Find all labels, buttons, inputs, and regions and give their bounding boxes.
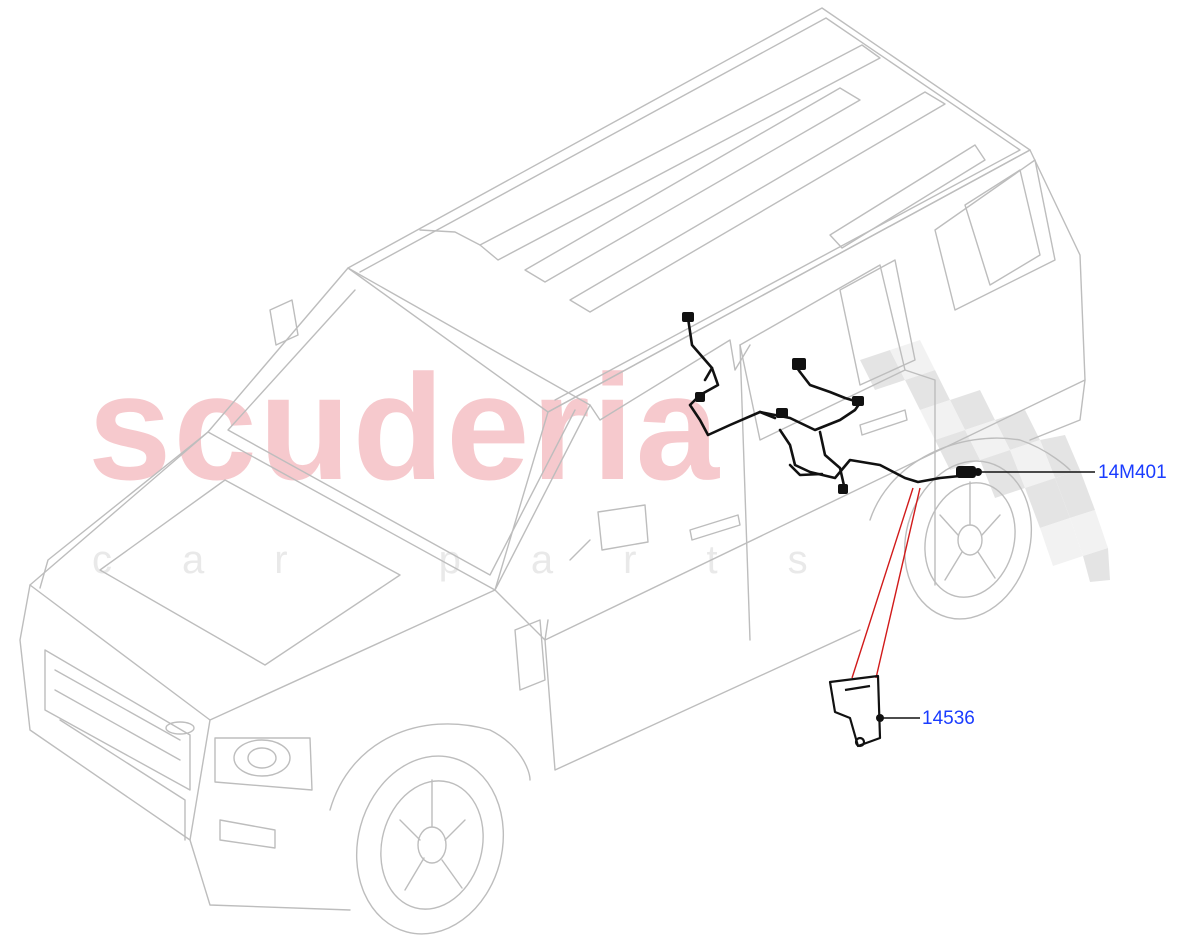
vehicle-outline: [19, 7, 1086, 935]
checkered-flag-watermark: [860, 340, 1110, 582]
leader-lines: [880, 471, 1095, 719]
callout-14536[interactable]: 14536: [922, 708, 975, 729]
watermark-tagline: car parts: [92, 538, 878, 582]
callout-14m401[interactable]: 14M401: [1098, 462, 1167, 483]
leader-dots: [876, 468, 982, 722]
bracket-part: [828, 674, 882, 748]
red-guide-lines: [851, 487, 921, 679]
harness-connectors: [682, 312, 976, 494]
